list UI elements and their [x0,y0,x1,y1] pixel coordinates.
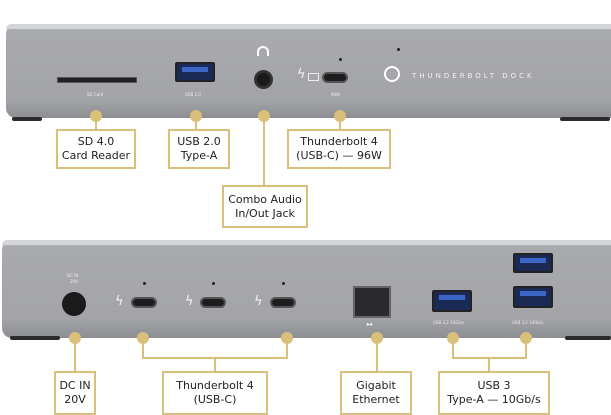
power-label: 96W [331,92,341,97]
dock-foot [565,336,611,340]
callout-line [214,357,216,372]
headphone-icon [257,46,269,56]
callout-text: USB 3 [477,379,511,392]
callout-text: Thunderbolt 4 [300,135,378,148]
sd-card-slot [57,77,137,83]
callout-line [195,116,197,130]
brand-text: THUNDERBOLT DOCK [412,72,535,80]
callout-line [74,338,76,372]
thunderbolt-icon: ϟ [254,294,263,309]
thunderbolt-port [270,297,296,308]
usb2-label: USB 2.0 [185,92,201,97]
sd-card-label: SD Card [87,92,104,97]
usb3-label: USB 3.2 10Gb/s [433,320,465,325]
callout-text: In/Out Jack [235,206,295,220]
rear-dock [2,240,611,338]
thunderbolt-icon: ϟ [185,294,194,309]
callout-text: Ethernet [352,393,400,406]
callout-line [286,338,288,359]
usb3-port [432,290,472,312]
dock-foot [10,336,60,340]
thunderbolt-icon: ϟ [297,67,306,82]
callout-line [376,338,378,372]
ethernet-icon: ↔ [366,320,373,329]
led [143,282,146,285]
callout-line [263,116,265,186]
callout-text: SD 4.0 [77,135,115,148]
callout-text: Thunderbolt 4 [176,379,254,392]
callout-thunderbolt-96w: Thunderbolt 4(USB-C) — 96W [287,129,391,169]
audio-jack [254,70,273,89]
callout-text: Combo Audio [228,192,302,206]
callout-thunderbolt: Thunderbolt 4(USB-C) [162,371,268,415]
thunderbolt-port [131,297,157,308]
laptop-icon [308,73,319,81]
usb3-port [513,286,553,308]
dock-foot [12,117,42,121]
callout-text: Type-A — 10Gb/s [447,393,541,406]
owc-logo-icon [384,66,400,82]
callout-line [452,338,454,359]
callout-text: 20V [64,393,86,406]
usb3-label: USB 3.2 10Gb/s [512,320,544,325]
usb3-port [513,253,553,273]
led [212,282,215,285]
callout-line [525,338,527,359]
thunderbolt-port [322,72,348,83]
led [339,58,342,61]
front-dock [6,24,611,118]
dock-foot [560,117,610,121]
ethernet-port [353,286,391,318]
thunderbolt-icon: ϟ [115,294,124,309]
thunderbolt-port [200,297,226,308]
led [397,48,400,51]
callout-line [142,338,144,359]
dc-voltage-label: 20V [70,279,78,284]
led [282,282,285,285]
dc-in-label: DC IN [67,273,79,278]
callout-text: USB 2.0 [177,135,221,148]
callout-text: Card Reader [61,149,131,162]
callout-text: (USB-C) — 96W [296,149,382,162]
callout-line [339,116,341,130]
callout-text: Gigabit [356,379,396,392]
callout-text: DC IN [59,379,91,392]
dc-power-jack [62,292,86,316]
callout-line [95,116,97,130]
callout-text: Type-A [180,149,218,162]
usb2-port [175,62,215,82]
callout-line [488,357,490,372]
callout-text: (USB-C) [193,393,237,406]
